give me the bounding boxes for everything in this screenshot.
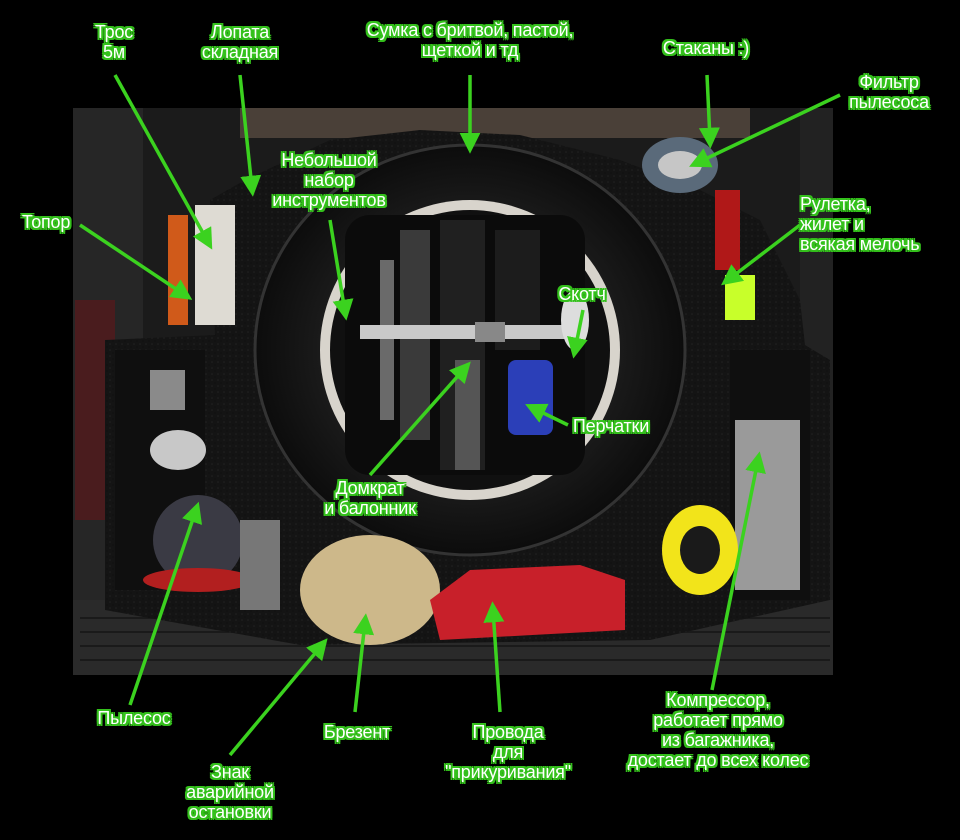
label-pylesos: Пылесос — [97, 708, 171, 728]
label-sumka: Сумка с бритвой, пастой, щеткой и тд — [366, 20, 574, 60]
label-kompressor: Компрессор, работает прямо из багажника,… — [627, 690, 809, 770]
label-lopata: Лопата складная — [201, 22, 279, 62]
label-domkrat: Домкрат и балонник — [324, 478, 416, 518]
label-stakany: Стаканы :) — [662, 38, 750, 58]
label-znak: Знак аварийной остановки — [186, 762, 274, 822]
label-ruletka: Рулетка, жилет и всякая мелочь — [800, 194, 920, 254]
label-nabor: Небольшой набор инструментов — [272, 150, 386, 210]
label-tros: Трос 5м — [94, 22, 134, 62]
label-topor: Топор — [21, 212, 71, 232]
label-skotch: Скотч — [558, 284, 606, 304]
label-filtr: Фильтр пылесоса — [849, 72, 929, 112]
label-provoda: Провода для "прикуривания" — [445, 722, 571, 782]
label-perchatki: Перчатки — [572, 416, 650, 436]
label-brezent: Брезент — [323, 722, 391, 742]
